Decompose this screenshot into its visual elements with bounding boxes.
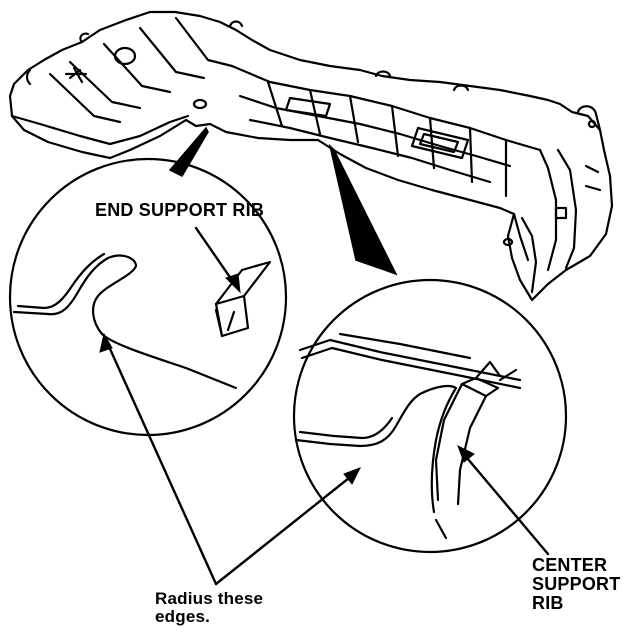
center-support-rib-line-3: RIB (532, 592, 564, 613)
center-support-rib-detail (292, 278, 568, 554)
arrowhead-radius-left (99, 332, 113, 353)
end-rib-callout-cone (168, 126, 209, 177)
center-support-rib-line-1: CENTER (532, 555, 608, 575)
center-support-rib-line-2: SUPPORT (532, 573, 621, 594)
center-support-rib-label: CENTER SUPPORT RIB (532, 556, 620, 613)
arrowheads (99, 273, 475, 485)
end-support-rib-label: END SUPPORT RIB (95, 201, 264, 220)
center-rib-callout-cone (328, 143, 398, 276)
radius-edges-line-1: Radius these (155, 589, 264, 608)
radius-edges-label: Radius these edges. (155, 590, 263, 626)
leader-lines (104, 226, 550, 586)
arrowhead-radius-right (343, 467, 362, 485)
radius-edges-line-2: edges. (155, 606, 211, 626)
callout-cones (168, 126, 398, 276)
undercover-panel (8, 10, 614, 302)
end-support-rib-text: END SUPPORT RIB (95, 200, 265, 220)
arrowhead-end-rib (225, 273, 241, 294)
arrowhead-center-rib (457, 444, 475, 463)
